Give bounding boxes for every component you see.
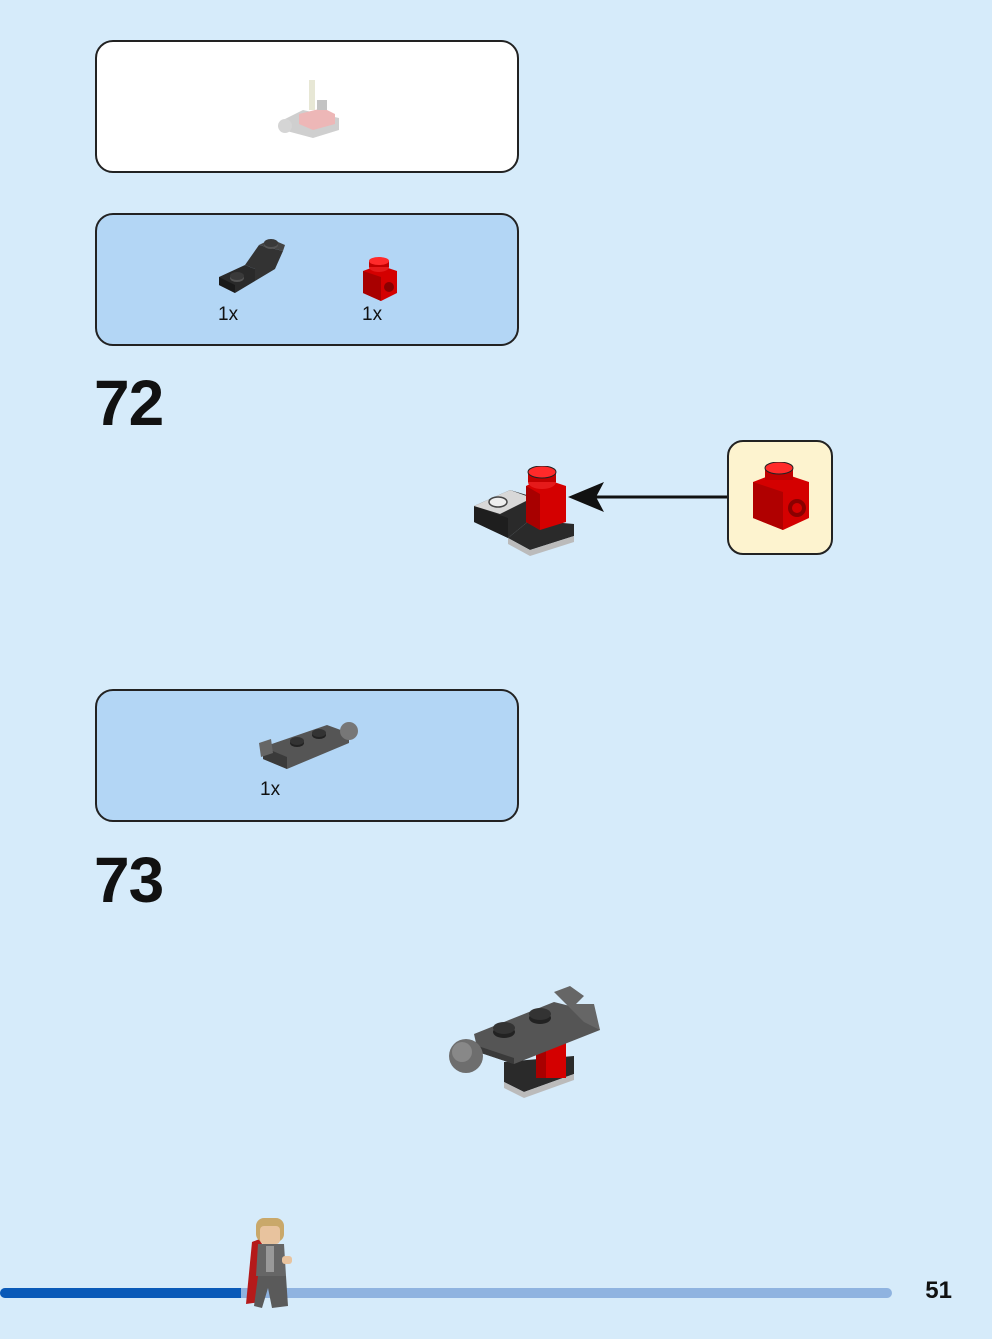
page-number: 51 bbox=[925, 1277, 952, 1304]
progress-bar bbox=[0, 1288, 892, 1298]
step-number-72: 72 bbox=[94, 367, 164, 439]
parts-list-step-73: 1x bbox=[95, 689, 519, 822]
callout-box bbox=[727, 440, 833, 555]
arrow-icon bbox=[568, 482, 728, 512]
step-73-assembly-icon bbox=[449, 986, 600, 1098]
parts-list-step-72: 1x 1x bbox=[95, 213, 519, 346]
part-quantity: 1x bbox=[218, 304, 239, 325]
dark-gray-plate-clip-ball-icon bbox=[259, 722, 358, 769]
progress-bar-fill bbox=[0, 1288, 241, 1298]
part-quantity: 1x bbox=[362, 304, 383, 325]
red-brick-1x1-stud-icon bbox=[363, 257, 397, 301]
black-inverted-bracket-icon bbox=[219, 239, 285, 293]
red-brick-1x1-stud-icon bbox=[753, 462, 809, 530]
step-72-assembly-icon bbox=[474, 466, 574, 556]
preview-box bbox=[95, 40, 519, 173]
model-preview-icon bbox=[278, 80, 339, 138]
thor-minifigure-icon bbox=[246, 1218, 292, 1308]
part-quantity: 1x bbox=[260, 779, 281, 800]
step-number-73: 73 bbox=[94, 844, 164, 916]
